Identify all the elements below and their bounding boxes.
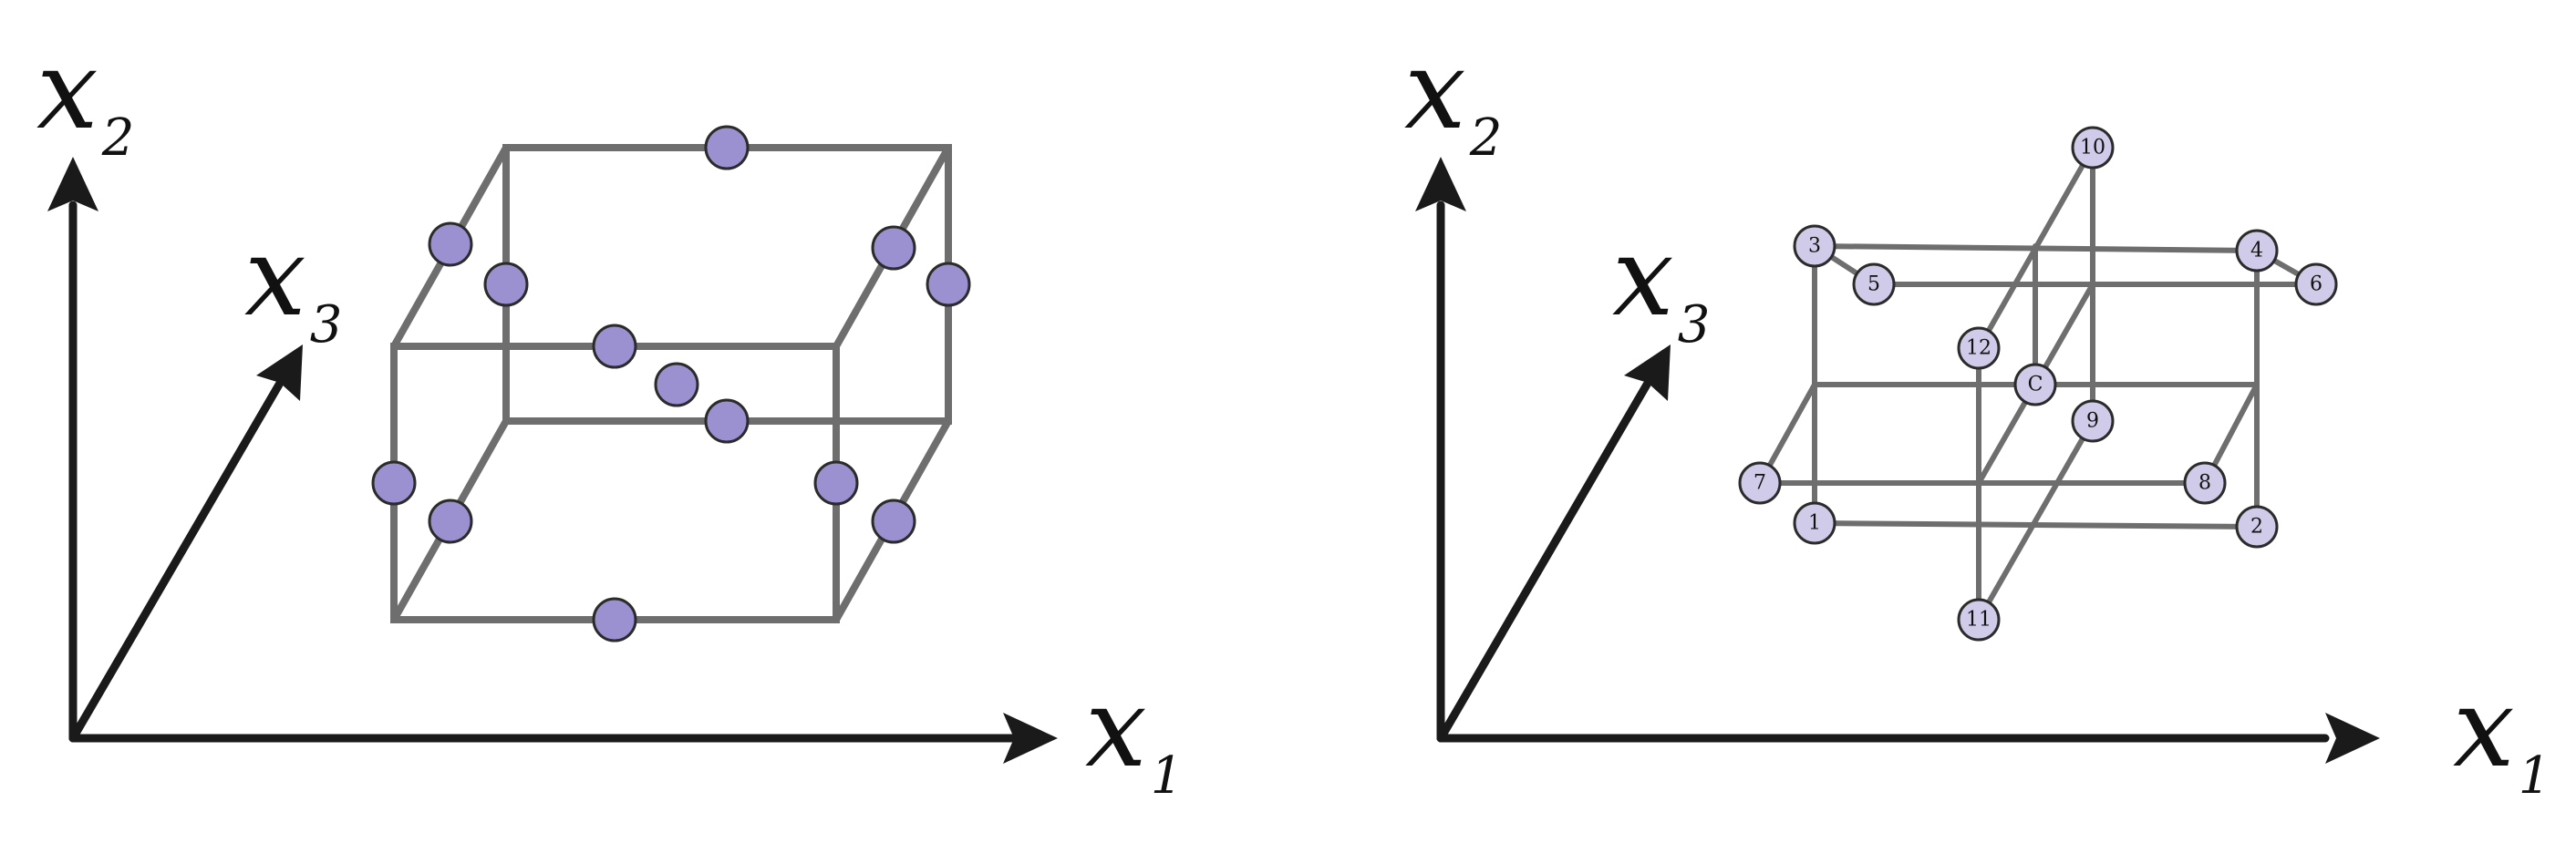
- right-x2-arrowhead: [1415, 157, 1466, 211]
- svg-text:C: C: [2028, 374, 2043, 396]
- left-point-back-left: [483, 262, 529, 307]
- svg-text:10: 10: [2080, 137, 2105, 159]
- left-x3-label: x3: [244, 214, 342, 355]
- svg-text:11: 11: [1966, 609, 1991, 632]
- right-node-9: 9: [2071, 399, 2115, 443]
- right-node-10: 10: [2071, 126, 2115, 170]
- left-point-depth-tr: [871, 225, 916, 271]
- left-panel: x1 x2 x3: [36, 27, 1183, 806]
- right-lattice-wireframe: [1757, 145, 2319, 622]
- svg-text:1: 1: [1808, 512, 1821, 535]
- right-node-3: 3: [1793, 224, 1836, 268]
- left-point-back-top: [704, 125, 750, 170]
- svg-text:3: 3: [1808, 235, 1821, 258]
- right-x1-label: x1: [2453, 665, 2550, 806]
- right-design-points: 1 2 3 4 5 6 7 8 9 10 11 12 C: [1738, 126, 2338, 642]
- left-point-front-right: [813, 460, 859, 506]
- left-cube-front-face: [390, 343, 840, 623]
- left-x1-arrowhead: [1003, 713, 1058, 764]
- left-x2-label: x2: [36, 27, 134, 168]
- right-node-2: 2: [2235, 505, 2279, 549]
- left-point-center-face: [654, 362, 699, 407]
- svg-text:5: 5: [1867, 273, 1880, 296]
- left-x3-axis: [68, 380, 284, 743]
- svg-text:8: 8: [2198, 472, 2211, 495]
- right-axes: x1 x2 x3: [1404, 27, 2550, 806]
- left-point-back-bottom: [704, 398, 750, 444]
- left-axes: x1 x2 x3: [36, 27, 1183, 806]
- right-node-1: 1: [1793, 501, 1836, 545]
- right-x3-arrowhead: [1624, 344, 1671, 401]
- svg-text:7: 7: [1754, 472, 1766, 495]
- right-x3-axis: [1436, 380, 1651, 743]
- svg-text:6: 6: [2310, 273, 2323, 296]
- svg-text:12: 12: [1966, 337, 1991, 360]
- right-panel: x1 x2 x3: [1404, 27, 2550, 806]
- left-point-front-bottom: [592, 597, 637, 643]
- left-point-front-left: [371, 460, 417, 506]
- right-x3-label: x3: [1612, 214, 1710, 355]
- right-node-5: 5: [1852, 262, 1896, 306]
- left-point-depth-tl: [428, 221, 473, 267]
- right-node-7: 7: [1738, 461, 1782, 505]
- right-edge-10-12: [1976, 145, 2095, 351]
- left-point-depth-br: [871, 499, 916, 544]
- left-point-front-top: [592, 324, 637, 369]
- left-design-points: [371, 125, 971, 643]
- right-node-11: 11: [1957, 598, 2001, 642]
- left-point-depth-bl: [428, 499, 473, 544]
- right-x2-label: x2: [1404, 27, 1502, 168]
- right-node-6: 6: [2294, 262, 2338, 306]
- left-cube-back-face: [502, 144, 952, 425]
- right-node-8: 8: [2183, 461, 2227, 505]
- left-x1-label: x1: [1085, 665, 1183, 806]
- right-edge-9-11: [1976, 418, 2095, 622]
- left-x2-arrowhead: [47, 157, 98, 211]
- svg-text:4: 4: [2250, 240, 2263, 262]
- right-node-center: C: [2013, 363, 2057, 406]
- right-x1-arrowhead: [2325, 713, 2380, 764]
- left-point-back-right: [926, 262, 971, 307]
- left-x3-arrowhead: [256, 344, 303, 401]
- svg-text:2: 2: [2250, 516, 2263, 539]
- svg-text:9: 9: [2086, 410, 2099, 433]
- right-node-4: 4: [2235, 229, 2279, 272]
- right-node-12: 12: [1957, 326, 2001, 370]
